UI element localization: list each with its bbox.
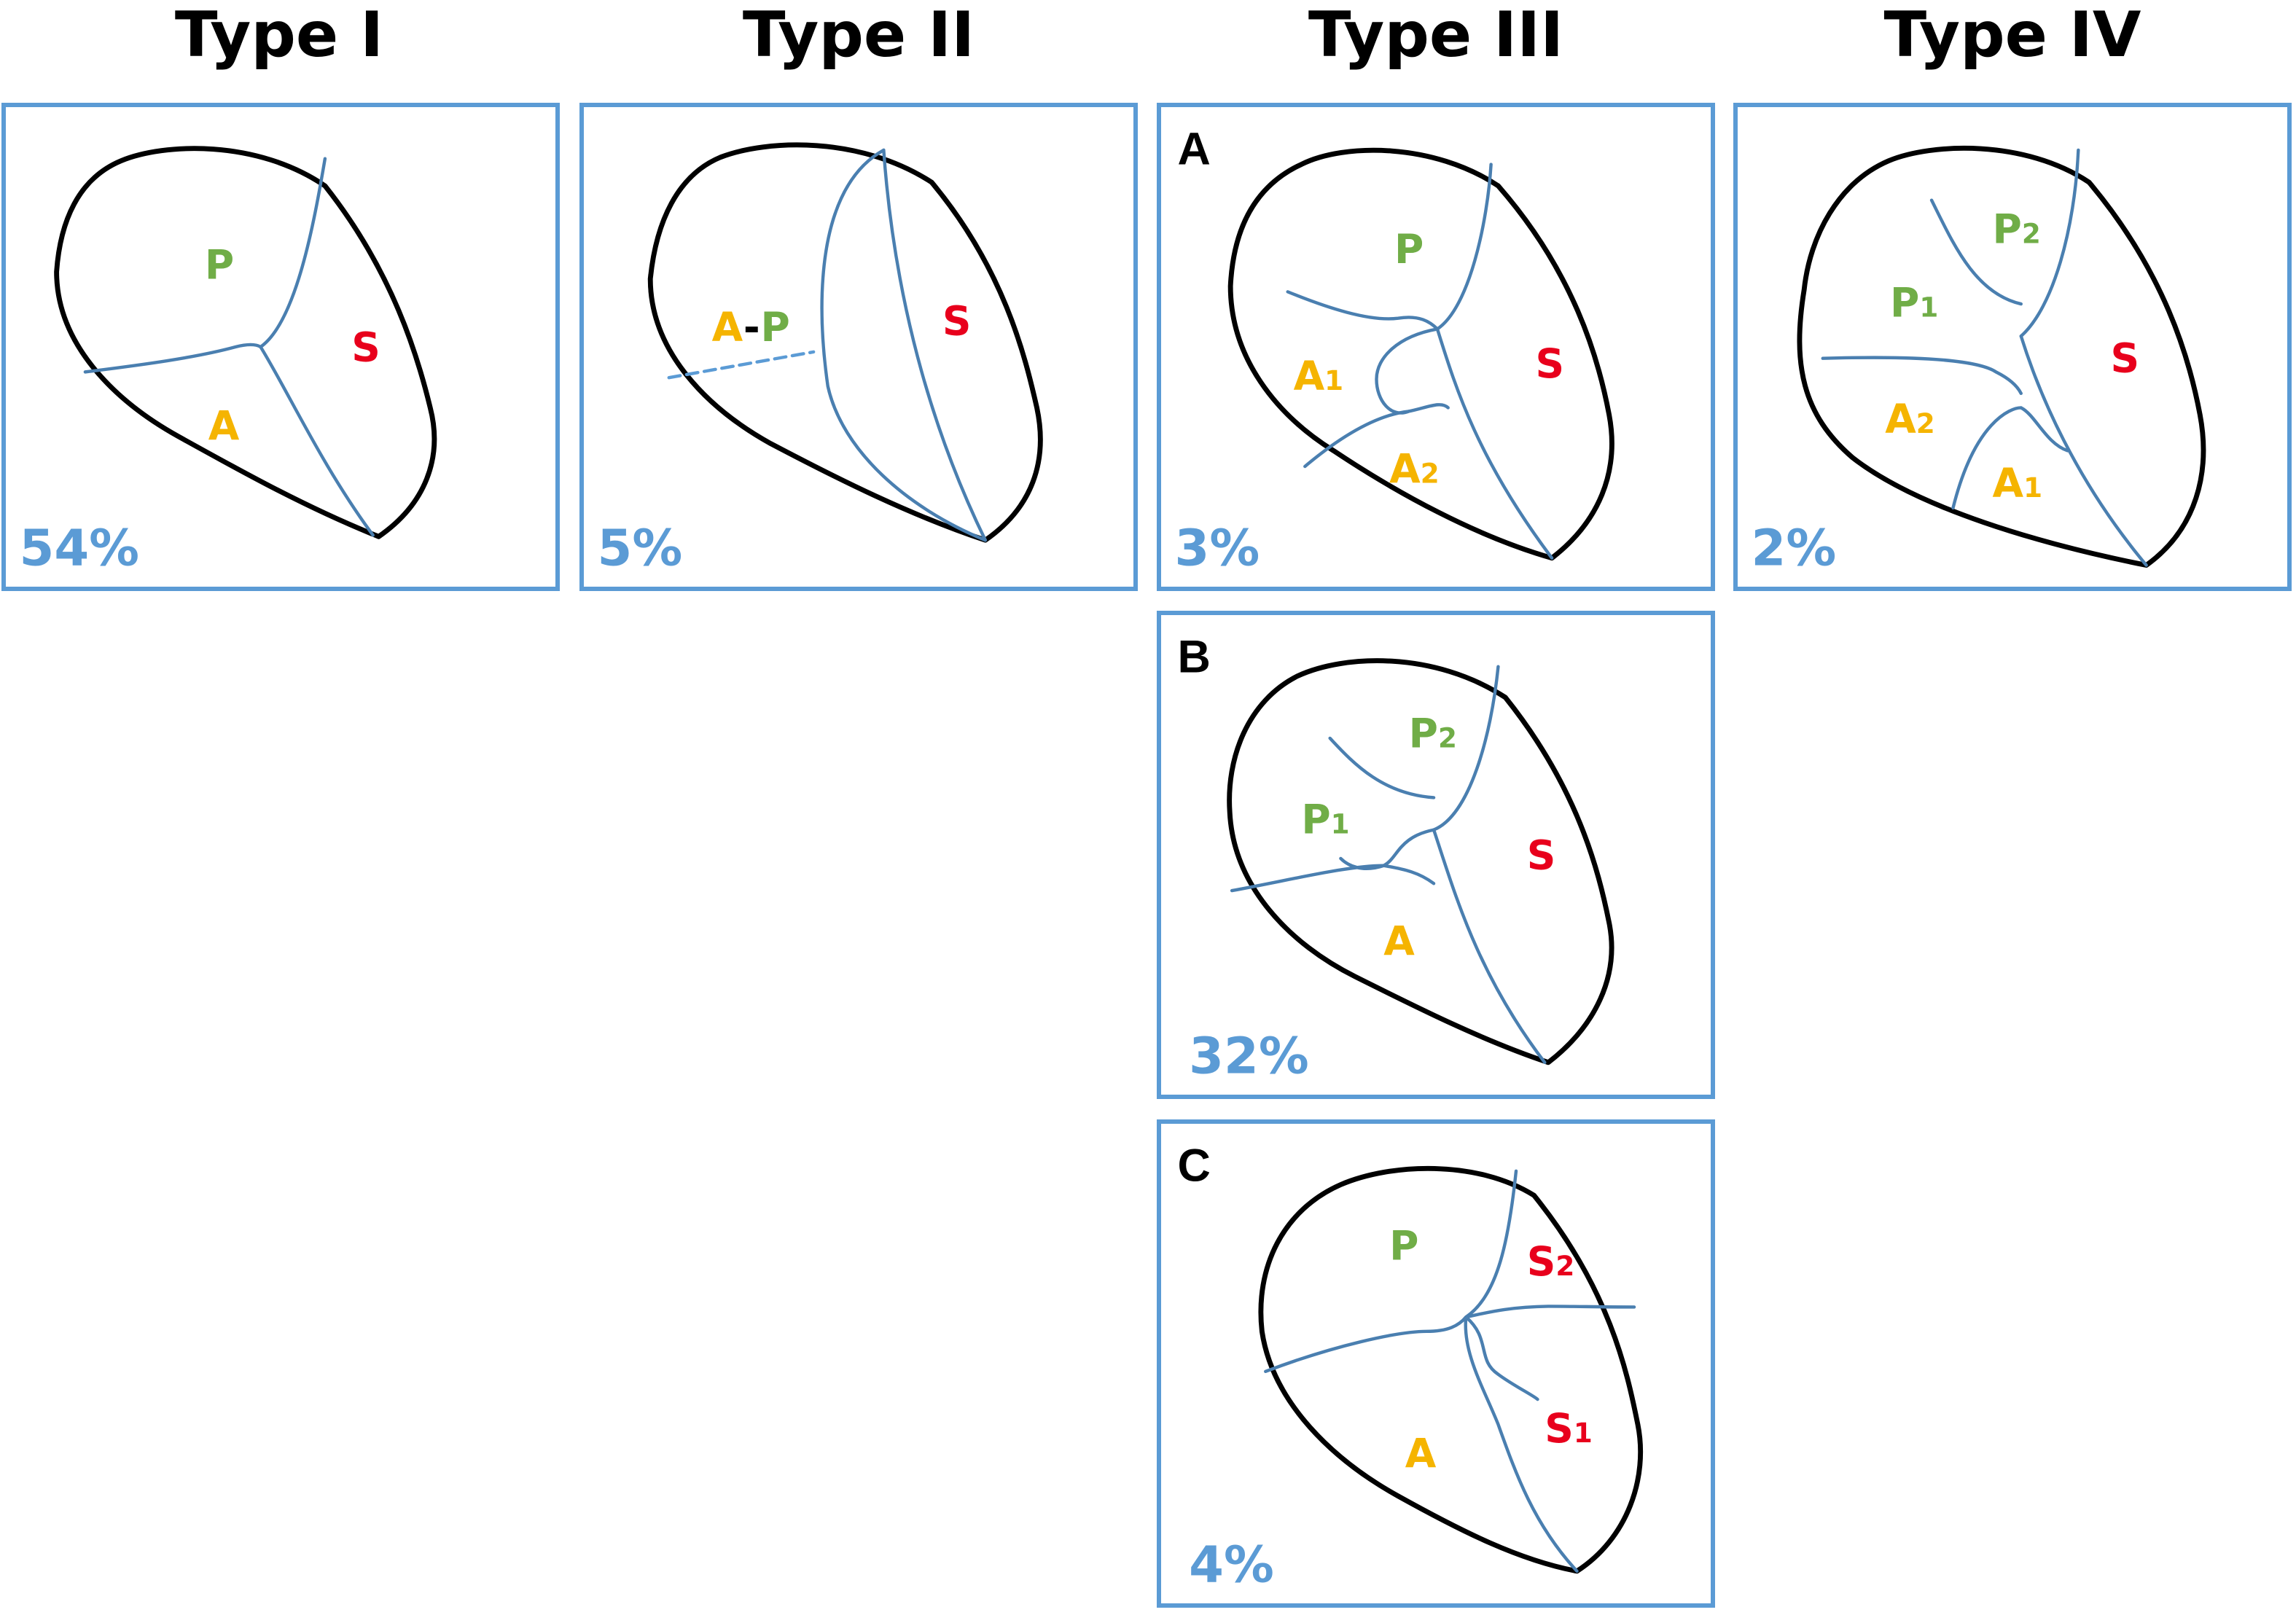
- prevalence-percent: 5%: [598, 520, 683, 578]
- commissure-line: [259, 157, 327, 349]
- leaflet-label-posterior: P: [760, 304, 789, 351]
- commissure-line: [1435, 163, 1493, 331]
- commissure-line: [83, 343, 262, 374]
- header-type-3: Type III: [1308, 0, 1564, 71]
- leaflet-label-posterior-1: P1: [1301, 797, 1349, 843]
- panel-letter: A: [1177, 124, 1210, 175]
- commissure-line: [882, 148, 988, 542]
- commissure-line: [1464, 1305, 1636, 1319]
- leaflet-label-anterior: A: [1405, 1430, 1437, 1477]
- panel-type-1: P A S 54%: [1, 103, 560, 591]
- leaflet-label-posterior: P: [1389, 1223, 1418, 1270]
- commissure-line: [1432, 665, 1500, 832]
- leaflet-label-septal-2: S2: [1527, 1238, 1575, 1285]
- leaflet-label-dash: -: [743, 304, 760, 351]
- prevalence-percent: 3%: [1175, 520, 1260, 578]
- valve-diagram-type-3a: A P A1 A2 S 3%: [1175, 124, 1614, 578]
- leaflet-label-septal-1: S1: [1545, 1405, 1593, 1452]
- cleft-dashed-line: [667, 350, 816, 380]
- panel-type-4: P2 P1 A2 A1 S 2%: [1733, 103, 2292, 591]
- leaflet-label-posterior: P: [205, 242, 234, 289]
- panel-type-2: A - P S 5%: [579, 103, 1138, 591]
- commissure-line: [1821, 356, 2023, 396]
- panel-type-3c: C P A S2 S1 4%: [1157, 1119, 1715, 1608]
- leaflet-label-posterior-2: P2: [1409, 711, 1457, 757]
- leaflet-label-septal: S: [942, 297, 972, 344]
- annulus-outline: [1227, 147, 1614, 561]
- prevalence-percent: 54%: [20, 520, 140, 578]
- annulus-outline: [54, 146, 437, 539]
- leaflet-label-posterior-1: P1: [1890, 280, 1938, 326]
- commissure-line: [1464, 1169, 1518, 1319]
- commissure-line: [1375, 327, 1440, 415]
- commissure-line: [820, 148, 988, 542]
- leaflet-label-septal: S: [2111, 335, 2140, 381]
- leaflet-label-anterior-2: A2: [1389, 446, 1440, 493]
- valve-diagram-type-3b: B P2 P1 A S 32%: [1177, 632, 1614, 1086]
- header-type-4: Type IV: [1883, 0, 2141, 71]
- leaflet-label-septal: S: [1527, 832, 1556, 879]
- commissure-line: [1929, 198, 2023, 306]
- leaflet-label-anterior: A: [712, 304, 743, 351]
- prevalence-percent: 4%: [1189, 1536, 1274, 1595]
- panel-type-3a: A P A1 A2 S 3%: [1157, 103, 1715, 591]
- commissure-line: [1432, 828, 1547, 1065]
- leaflet-label-septal: S: [1536, 340, 1565, 387]
- leaflet-label-anterior-2: A2: [1885, 396, 1935, 442]
- commissure-line: [2019, 335, 2148, 567]
- commissure-line: [1951, 406, 2069, 510]
- leaflet-label-posterior: P: [1394, 226, 1424, 273]
- commissure-line: [1435, 327, 1554, 560]
- prevalence-percent: 2%: [1752, 520, 1837, 578]
- annulus-outline: [1258, 1165, 1644, 1574]
- commissure-line: [1264, 1315, 1468, 1374]
- commissure-line: [1303, 403, 1450, 469]
- annulus-outline: [1227, 658, 1614, 1065]
- header-type-2: Type II: [742, 0, 975, 71]
- commissure-line: [1230, 864, 1436, 893]
- commissure-line: [1286, 290, 1440, 331]
- leaflet-label-anterior: A: [208, 403, 240, 450]
- commissure-line: [1328, 736, 1436, 799]
- leaflet-label-anterior: A: [1383, 918, 1415, 964]
- leaflet-label-posterior-2: P2: [1993, 206, 2041, 253]
- annulus-outline: [1797, 146, 2206, 568]
- commissure-line: [259, 345, 375, 537]
- valve-diagram-type-3c: C P A S2 S1 4%: [1177, 1141, 1644, 1595]
- commissure-line: [1464, 1315, 1539, 1401]
- leaflet-label-anterior-1: A1: [1294, 353, 1344, 399]
- valve-diagram-type-1: P A S 54%: [20, 146, 437, 578]
- leaflet-label-anterior-1: A1: [1993, 460, 2043, 507]
- leaflet-label-septal: S: [351, 324, 380, 371]
- valve-diagram-type-2: A - P S 5%: [598, 142, 1043, 578]
- panel-type-3b: B P2 P1 A S 32%: [1157, 611, 1715, 1099]
- commissure-line: [1339, 828, 1436, 870]
- commissure-line: [1464, 1315, 1579, 1573]
- panel-letter: C: [1177, 1141, 1210, 1192]
- prevalence-percent: 32%: [1189, 1028, 1309, 1086]
- panel-letter: B: [1177, 632, 1210, 683]
- annulus-outline: [647, 142, 1043, 543]
- header-type-1: Type I: [174, 0, 384, 71]
- valve-diagram-type-4: P2 P1 A2 A1 S 2%: [1752, 146, 2206, 578]
- commissure-line: [2019, 148, 2080, 338]
